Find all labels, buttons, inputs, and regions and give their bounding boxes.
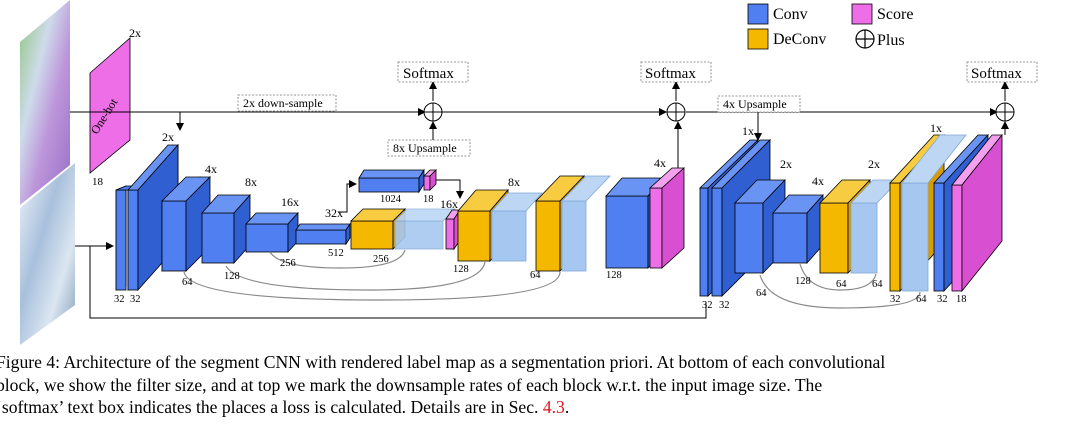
f-64: 64	[182, 277, 193, 288]
score-block-small	[423, 169, 437, 191]
skip-arcs	[183, 249, 921, 309]
softmax-box-1: Softmax	[397, 61, 469, 83]
faded-conv-128	[491, 192, 543, 262]
f-128b: 128	[453, 264, 469, 275]
f-1024: 1024	[380, 194, 402, 205]
softmax-label-2: Softmax	[645, 66, 696, 82]
f-32s2d: 32	[937, 294, 948, 305]
caption-line-2: block, we show the filter size, and at t…	[0, 374, 823, 395]
f-256: 256	[280, 258, 296, 269]
legend-score-label: Score	[877, 6, 913, 23]
f-64s2c: 64	[872, 279, 883, 290]
legend: Conv Score DeConv Plus	[747, 3, 913, 50]
softmax-label-3: Softmax	[971, 66, 1022, 82]
f-18s2: 18	[956, 294, 967, 305]
f-128c: 128	[606, 270, 622, 281]
input-label-map-image	[20, 0, 70, 205]
rate-8x-s1b: 8x	[508, 175, 520, 189]
rate-4x-s1: 4x	[205, 162, 217, 176]
legend-conv-swatch	[747, 3, 769, 25]
plus-node-2	[666, 102, 686, 122]
figure-caption: Figure 4: Architecture of the segment CN…	[0, 351, 1069, 419]
onehot-filter: 18	[92, 176, 104, 188]
f-64s2: 64	[756, 288, 767, 299]
down-sample-box: 2x down-sample	[237, 94, 337, 112]
plus-node-3	[995, 102, 1015, 122]
rate-32x-s1: 32x	[325, 206, 343, 220]
faded-conv-64	[561, 175, 611, 272]
rate-8x-s1: 8x	[245, 175, 257, 189]
rate-4x-s2: 4x	[812, 174, 824, 188]
f-32b: 32	[130, 294, 141, 305]
legend-conv-label: Conv	[773, 6, 808, 23]
f-128: 128	[224, 271, 240, 282]
plus-node-1	[423, 102, 443, 122]
caption-line-3-end: .	[564, 397, 570, 417]
f-32s2a: 32	[702, 300, 713, 311]
faded-conv-256	[394, 208, 456, 250]
f-128s2: 128	[795, 276, 811, 287]
legend-deconv-swatch	[747, 28, 769, 50]
conv-block-256	[245, 211, 299, 254]
onehot-rate: 2x	[129, 26, 141, 40]
conv-block-128	[201, 193, 251, 265]
rate-16x-s1b: 16x	[440, 197, 458, 211]
rate-labels: 2x 4x 8x 16x 32x 16x 8x 4x 1x 2x 4x 2x 1…	[162, 121, 942, 220]
skip-connections	[70, 81, 1009, 319]
rate-1x-s2: 1x	[742, 124, 754, 138]
s2-score-18	[951, 133, 1003, 293]
section-reference-link[interactable]: 4.3	[542, 397, 565, 417]
conv-block-512	[295, 222, 351, 246]
architecture-diagram: Conv Score DeConv Plus One-hot 2x 18	[20, 0, 1038, 345]
f-18a: 18	[423, 194, 434, 205]
softmax-box-3: Softmax	[966, 61, 1038, 83]
s2-faded-64	[850, 179, 900, 274]
upsample-8x-box: 8x Upsample	[387, 139, 471, 157]
f-32s2c: 32	[890, 294, 901, 305]
conv-block-1024	[358, 168, 425, 194]
filter-labels: 32 32 64 128 256 512 1024 18 256 128 64 …	[114, 194, 967, 311]
upsample-4x-label: 4x Upsample	[723, 97, 787, 111]
f-64b: 64	[530, 270, 541, 281]
down-sample-label: 2x down-sample	[243, 96, 323, 110]
stage2-blocks	[699, 133, 1003, 297]
s2-faded-64b	[901, 134, 967, 292]
f-32s2b: 32	[719, 300, 730, 311]
f-64s2b: 64	[836, 279, 847, 290]
score-block-4x	[648, 167, 686, 269]
f-512: 512	[328, 248, 344, 259]
caption-line-3-text: ‘softmax’ text box indicates the places …	[0, 397, 543, 417]
softmax-label-1: Softmax	[403, 66, 454, 82]
rate-2x-s2: 2x	[780, 157, 792, 171]
onehot-block: One-hot 2x 18	[88, 26, 141, 188]
f-64s2d: 64	[916, 294, 927, 305]
upsample-4x-box: 4x Upsample	[717, 95, 801, 113]
rate-1x-s2b: 1x	[930, 121, 942, 135]
stage1-blocks	[115, 143, 686, 292]
rate-2x-s1: 2x	[162, 130, 174, 144]
rate-16x-s1: 16x	[281, 195, 299, 209]
f-32a: 32	[114, 294, 125, 305]
rate-2x-s2b: 2x	[868, 157, 880, 171]
s2-conv-128	[772, 193, 824, 265]
legend-deconv-label: DeConv	[773, 31, 826, 48]
caption-line-1: Figure 4: Architecture of the segment CN…	[0, 352, 886, 372]
upsample-8x-label: 8x Upsample	[393, 141, 457, 155]
legend-score-swatch	[851, 3, 873, 25]
caption-line-3: ‘softmax’ text box indicates the places …	[0, 396, 1069, 419]
softmax-box-2: Softmax	[640, 61, 712, 83]
input-rgb-image	[20, 163, 75, 345]
plus-icon	[855, 29, 875, 49]
legend-plus-label: Plus	[877, 32, 905, 49]
rate-4x-s1b: 4x	[654, 156, 666, 170]
f-256b: 256	[373, 254, 389, 265]
